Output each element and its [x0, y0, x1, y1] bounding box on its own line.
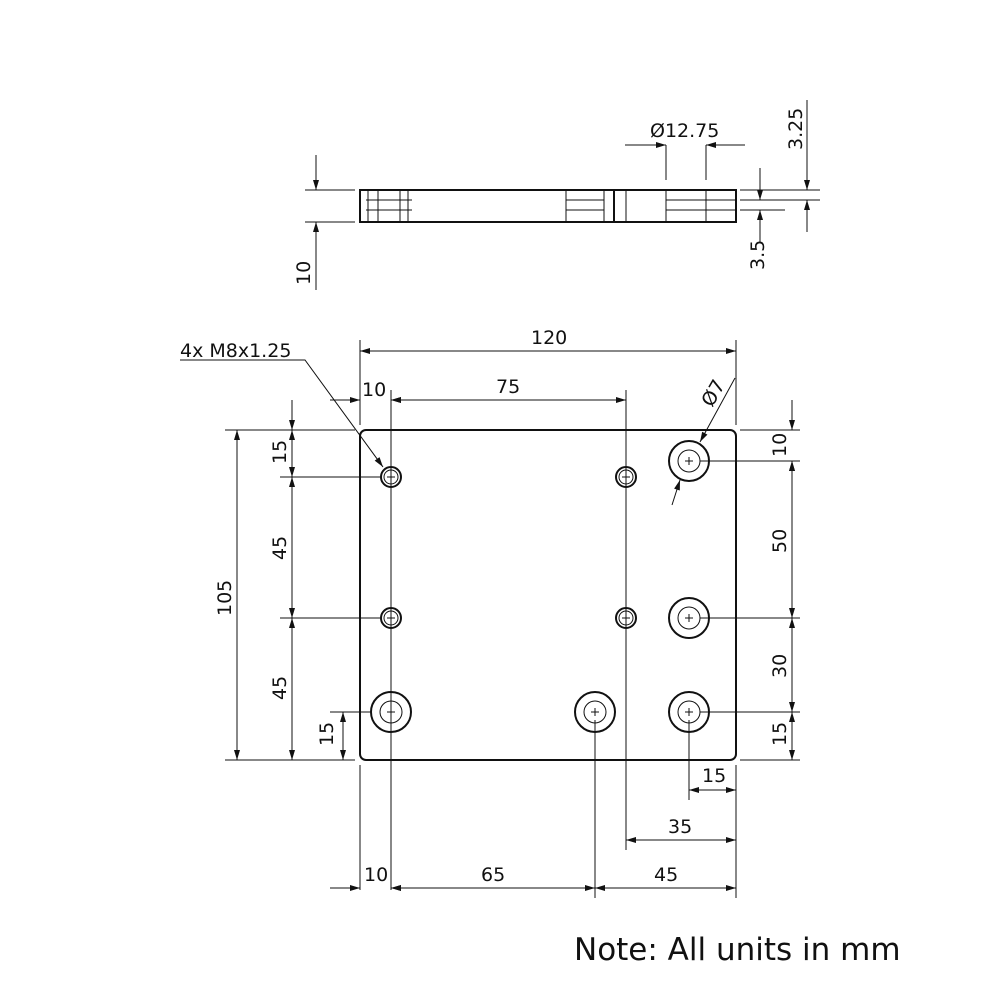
dim-bottom-0: 10 [364, 864, 388, 886]
thread-callout: 4x M8x1.25 [180, 340, 291, 362]
dim-through-depth: 3.5 [747, 240, 769, 270]
dim-bottom-1: 65 [481, 864, 505, 886]
side-view: 10 Ø12.75 3.25 3.5 [293, 100, 820, 290]
dim-bottom-right-0: 15 [702, 765, 726, 787]
units-note: Note: All units in mm [574, 932, 901, 968]
dim-left-0: 15 [269, 440, 291, 464]
dim-left-2: 45 [269, 676, 291, 700]
dim-bottom-2: 45 [654, 864, 678, 886]
dim-right-3: 15 [769, 722, 791, 746]
dim-bottom-right-1: 35 [668, 816, 692, 838]
center-marks [387, 457, 693, 716]
dim-top-0: 10 [362, 379, 386, 401]
threaded-holes [380, 466, 637, 629]
dim-right-1: 50 [769, 529, 791, 553]
dim-top-1: 75 [496, 376, 520, 398]
dim-counterbore-diameter: Ø12.75 [650, 120, 719, 142]
dim-counterbore-depth: 3.25 [785, 108, 807, 150]
dim-left-1: 45 [269, 536, 291, 560]
dim-left-3: 15 [316, 722, 338, 746]
dim-right-0: 10 [769, 433, 791, 457]
counterbored-holes [370, 440, 710, 733]
dim-right-2: 30 [769, 654, 791, 678]
dim-thickness: 10 [293, 261, 315, 285]
dim-width: 120 [531, 327, 567, 349]
dim-hole-diameter: Ø7 [697, 376, 730, 410]
top-view: 4x M8x1.25 Ø7 120 10 75 105 15 45 45 15 … [180, 327, 800, 898]
dim-height: 105 [214, 580, 236, 616]
